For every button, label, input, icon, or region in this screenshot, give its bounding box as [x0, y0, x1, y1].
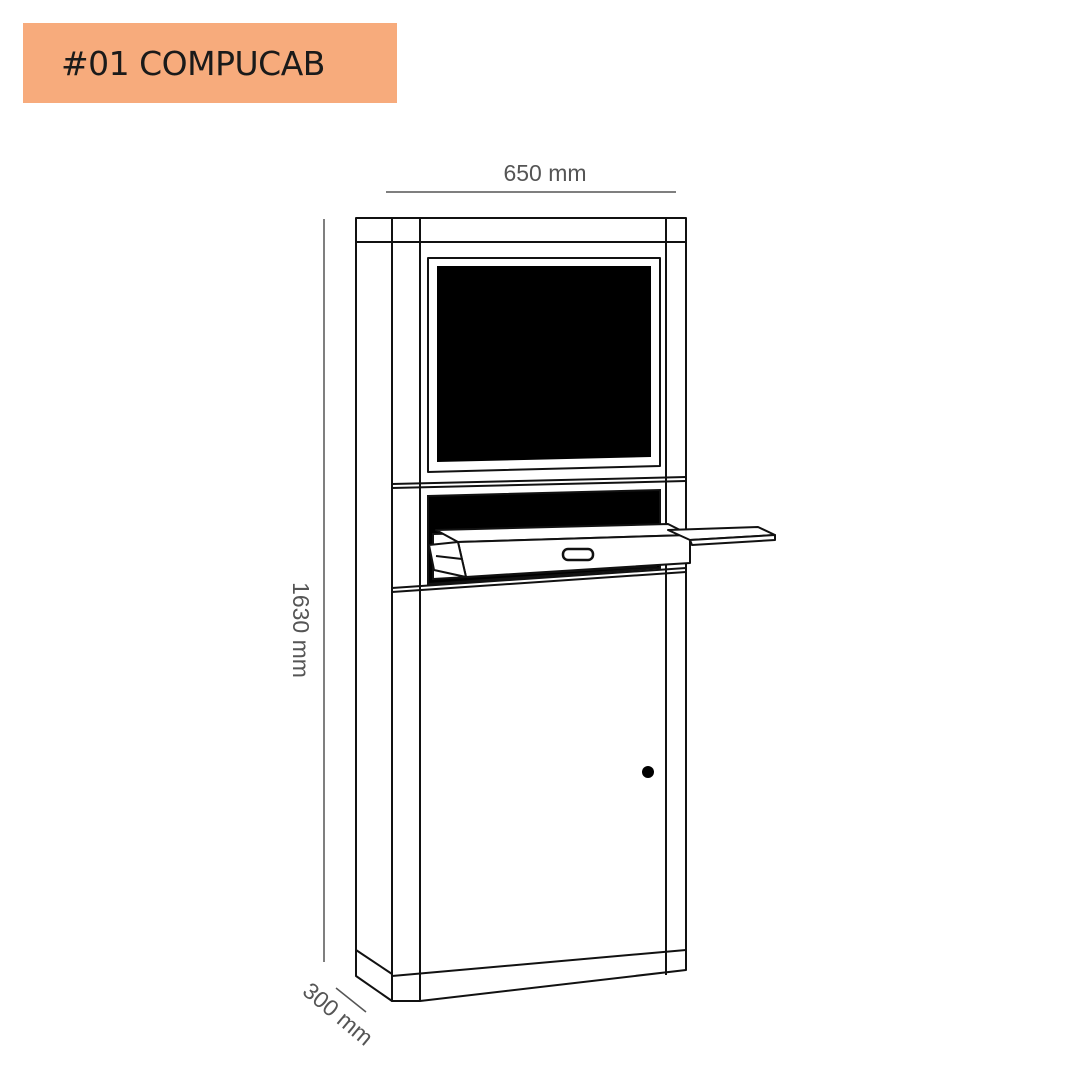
monitor-window	[427, 257, 661, 473]
side-shelf	[667, 526, 776, 546]
width-label: 650 mm	[503, 160, 586, 186]
height-label: 1630 mm	[288, 582, 314, 678]
cabinet-side-panel	[355, 217, 393, 1002]
door-lock-icon	[642, 766, 654, 778]
depth-label: 300 mm	[298, 977, 378, 1050]
drawer-handle	[561, 547, 595, 562]
lower-door	[642, 766, 654, 778]
keyboard-drawer	[428, 523, 691, 578]
monitor-screen	[437, 266, 651, 462]
keyboard-compartment	[427, 488, 776, 586]
title-badge: #01 COMPUCAB	[23, 23, 397, 103]
depth-dimension-line	[335, 987, 367, 1013]
title-text: #01 COMPUCAB	[61, 43, 325, 83]
